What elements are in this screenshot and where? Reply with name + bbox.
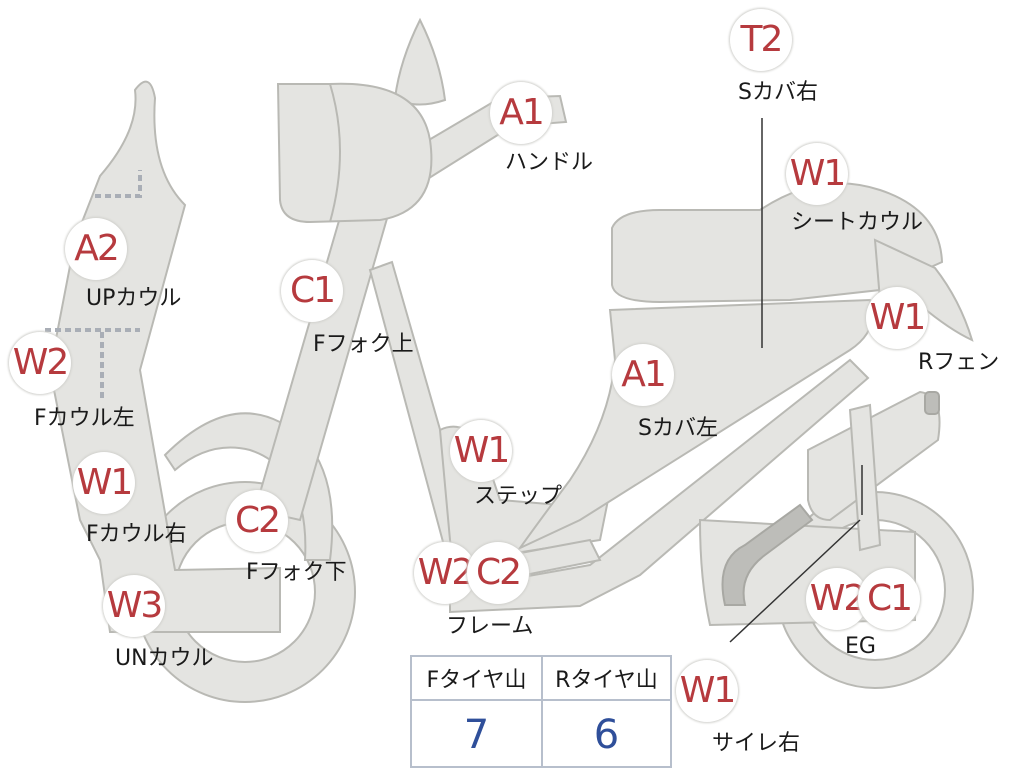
windscreen-shape: [393, 17, 447, 106]
badge-c1-eg: C1: [858, 568, 920, 630]
headlight-shape: [276, 82, 433, 224]
label-seat-cowl: シートカウル: [791, 210, 924, 235]
label-un-cowl: UNカウル: [115, 646, 214, 671]
label-handle: ハンドル: [505, 150, 594, 175]
label-s-cover-left: Sカバ左: [638, 416, 718, 441]
label-up-cowl: UPカウル: [86, 286, 182, 311]
badge-a2: A2: [65, 218, 127, 280]
label-step: ステップ: [474, 484, 563, 509]
exhaust-pipe-shape: [721, 503, 814, 606]
front-tire-header: Fタイヤ山: [426, 668, 527, 693]
badge-w1-fcowl: W1: [73, 452, 135, 514]
badge-w2-eg: W2: [806, 568, 868, 630]
rear-fender-shape: [873, 238, 974, 342]
rear-shock-shape: [848, 403, 882, 552]
badge-w2-fcowl: W2: [9, 332, 71, 394]
leader-muffler: [729, 519, 861, 643]
label-r-fender: Rフェン: [918, 350, 1000, 375]
seat-shape: [611, 182, 944, 304]
badge-w2-frame: W2: [414, 542, 476, 604]
badge-c1-ffork: C1: [281, 260, 343, 322]
muffler-tip-shape: [924, 391, 940, 415]
tire-tread-table: Fタイヤ山 Rタイヤ山 7 6: [410, 655, 672, 768]
front-tire-value: 7: [463, 711, 490, 758]
label-s-cover-right: Sカバ右: [738, 80, 818, 105]
rear-tire-value: 6: [593, 711, 620, 758]
rear-tire-header: Rタイヤ山: [555, 668, 658, 693]
table-divider-vertical: [541, 657, 543, 766]
label-frame: フレーム: [446, 614, 534, 639]
label-f-fork-upper: Fフォク上: [313, 332, 414, 357]
badge-w1-rfender: W1: [866, 287, 928, 349]
badge-w1-muffler: W1: [676, 660, 738, 722]
label-f-fork-lower: Fフォク下: [246, 560, 347, 585]
label-eg: EG: [845, 634, 876, 659]
label-f-cowl-left: Fカウル左: [34, 406, 135, 431]
up-cowl-seam: [95, 170, 142, 198]
badge-a1-handle: A1: [490, 82, 552, 144]
badge-c2-frame: C2: [467, 542, 529, 604]
side-cover-shape: [516, 298, 874, 551]
badge-t2: T2: [730, 9, 792, 71]
badge-w3: W3: [103, 575, 165, 637]
badge-c2-ffork: C2: [226, 490, 288, 552]
headlight-seam: [329, 83, 341, 223]
badge-w1-step: W1: [450, 420, 512, 482]
label-muffler-right: サイレ右: [712, 731, 801, 756]
badge-a1-scover: A1: [612, 344, 674, 406]
label-f-cowl-right: Fカウル右: [86, 522, 187, 547]
badge-w1-seat: W1: [786, 143, 848, 205]
